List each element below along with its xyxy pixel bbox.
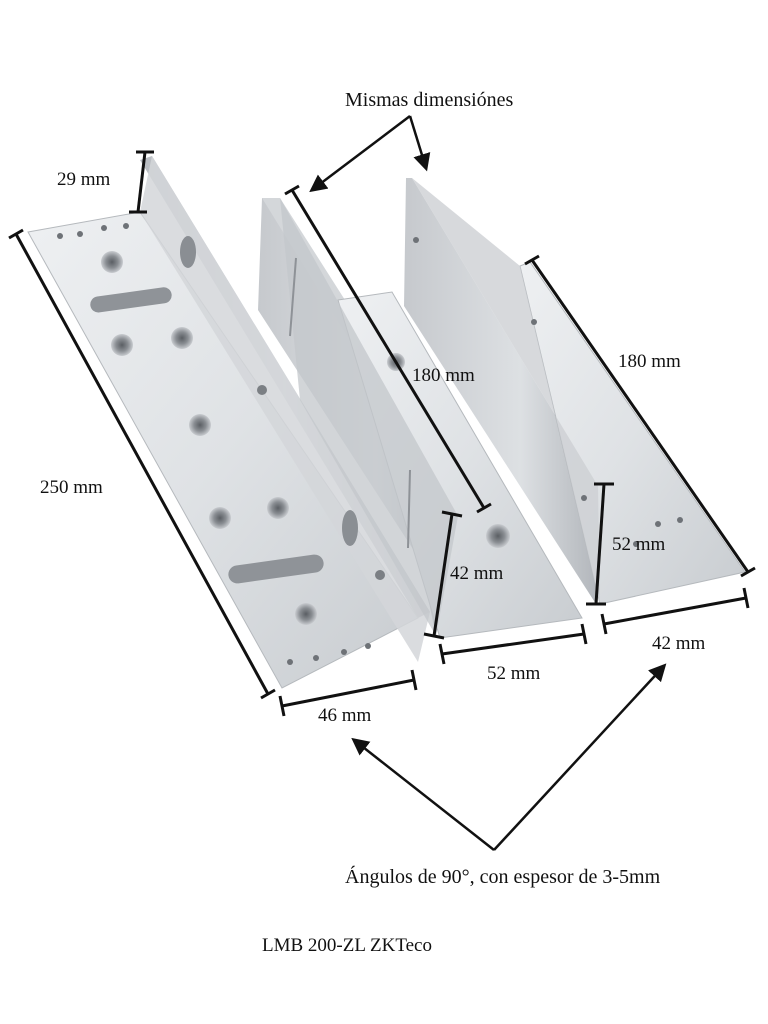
arrow-angles-left <box>351 737 495 851</box>
dim-l-52mm-line <box>586 482 614 606</box>
label-l-height: 52 mm <box>612 534 666 555</box>
dim-250mm-line <box>8 228 276 700</box>
arrow-same-dim-left <box>309 115 411 193</box>
dim-l-180mm-line <box>524 254 756 578</box>
callout-arrows <box>309 115 667 851</box>
label-product-name: LMB 200-ZL ZKTeco <box>262 935 432 956</box>
label-left-flange-height: 29 mm <box>57 169 111 190</box>
long-l-bracket <box>27 156 430 689</box>
label-z-width: 52 mm <box>487 663 541 684</box>
label-same-dimensions: Mismas dimensiónes <box>345 89 514 111</box>
label-l-length: 180 mm <box>618 351 681 372</box>
dim-z-52mm-line <box>438 623 588 665</box>
arrow-angles-right <box>493 663 667 851</box>
z-bracket <box>258 198 583 639</box>
dim-z-180mm-line <box>284 184 492 514</box>
label-left-length: 250 mm <box>40 477 103 498</box>
dim-46mm-line <box>278 669 418 717</box>
label-angles-note: Ángulos de 90°, con espesor de 3-5mm <box>345 866 661 888</box>
label-z-length: 180 mm <box>412 365 475 386</box>
dimension-lines <box>8 150 756 717</box>
label-z-height: 42 mm <box>450 563 504 584</box>
dim-l-42mm-line <box>600 587 750 635</box>
label-left-width: 46 mm <box>318 705 372 726</box>
dim-29mm-line <box>129 150 154 214</box>
label-l-width: 42 mm <box>652 633 706 654</box>
dim-z-42mm-line <box>423 510 463 640</box>
arrow-same-dim-right <box>408 115 431 172</box>
